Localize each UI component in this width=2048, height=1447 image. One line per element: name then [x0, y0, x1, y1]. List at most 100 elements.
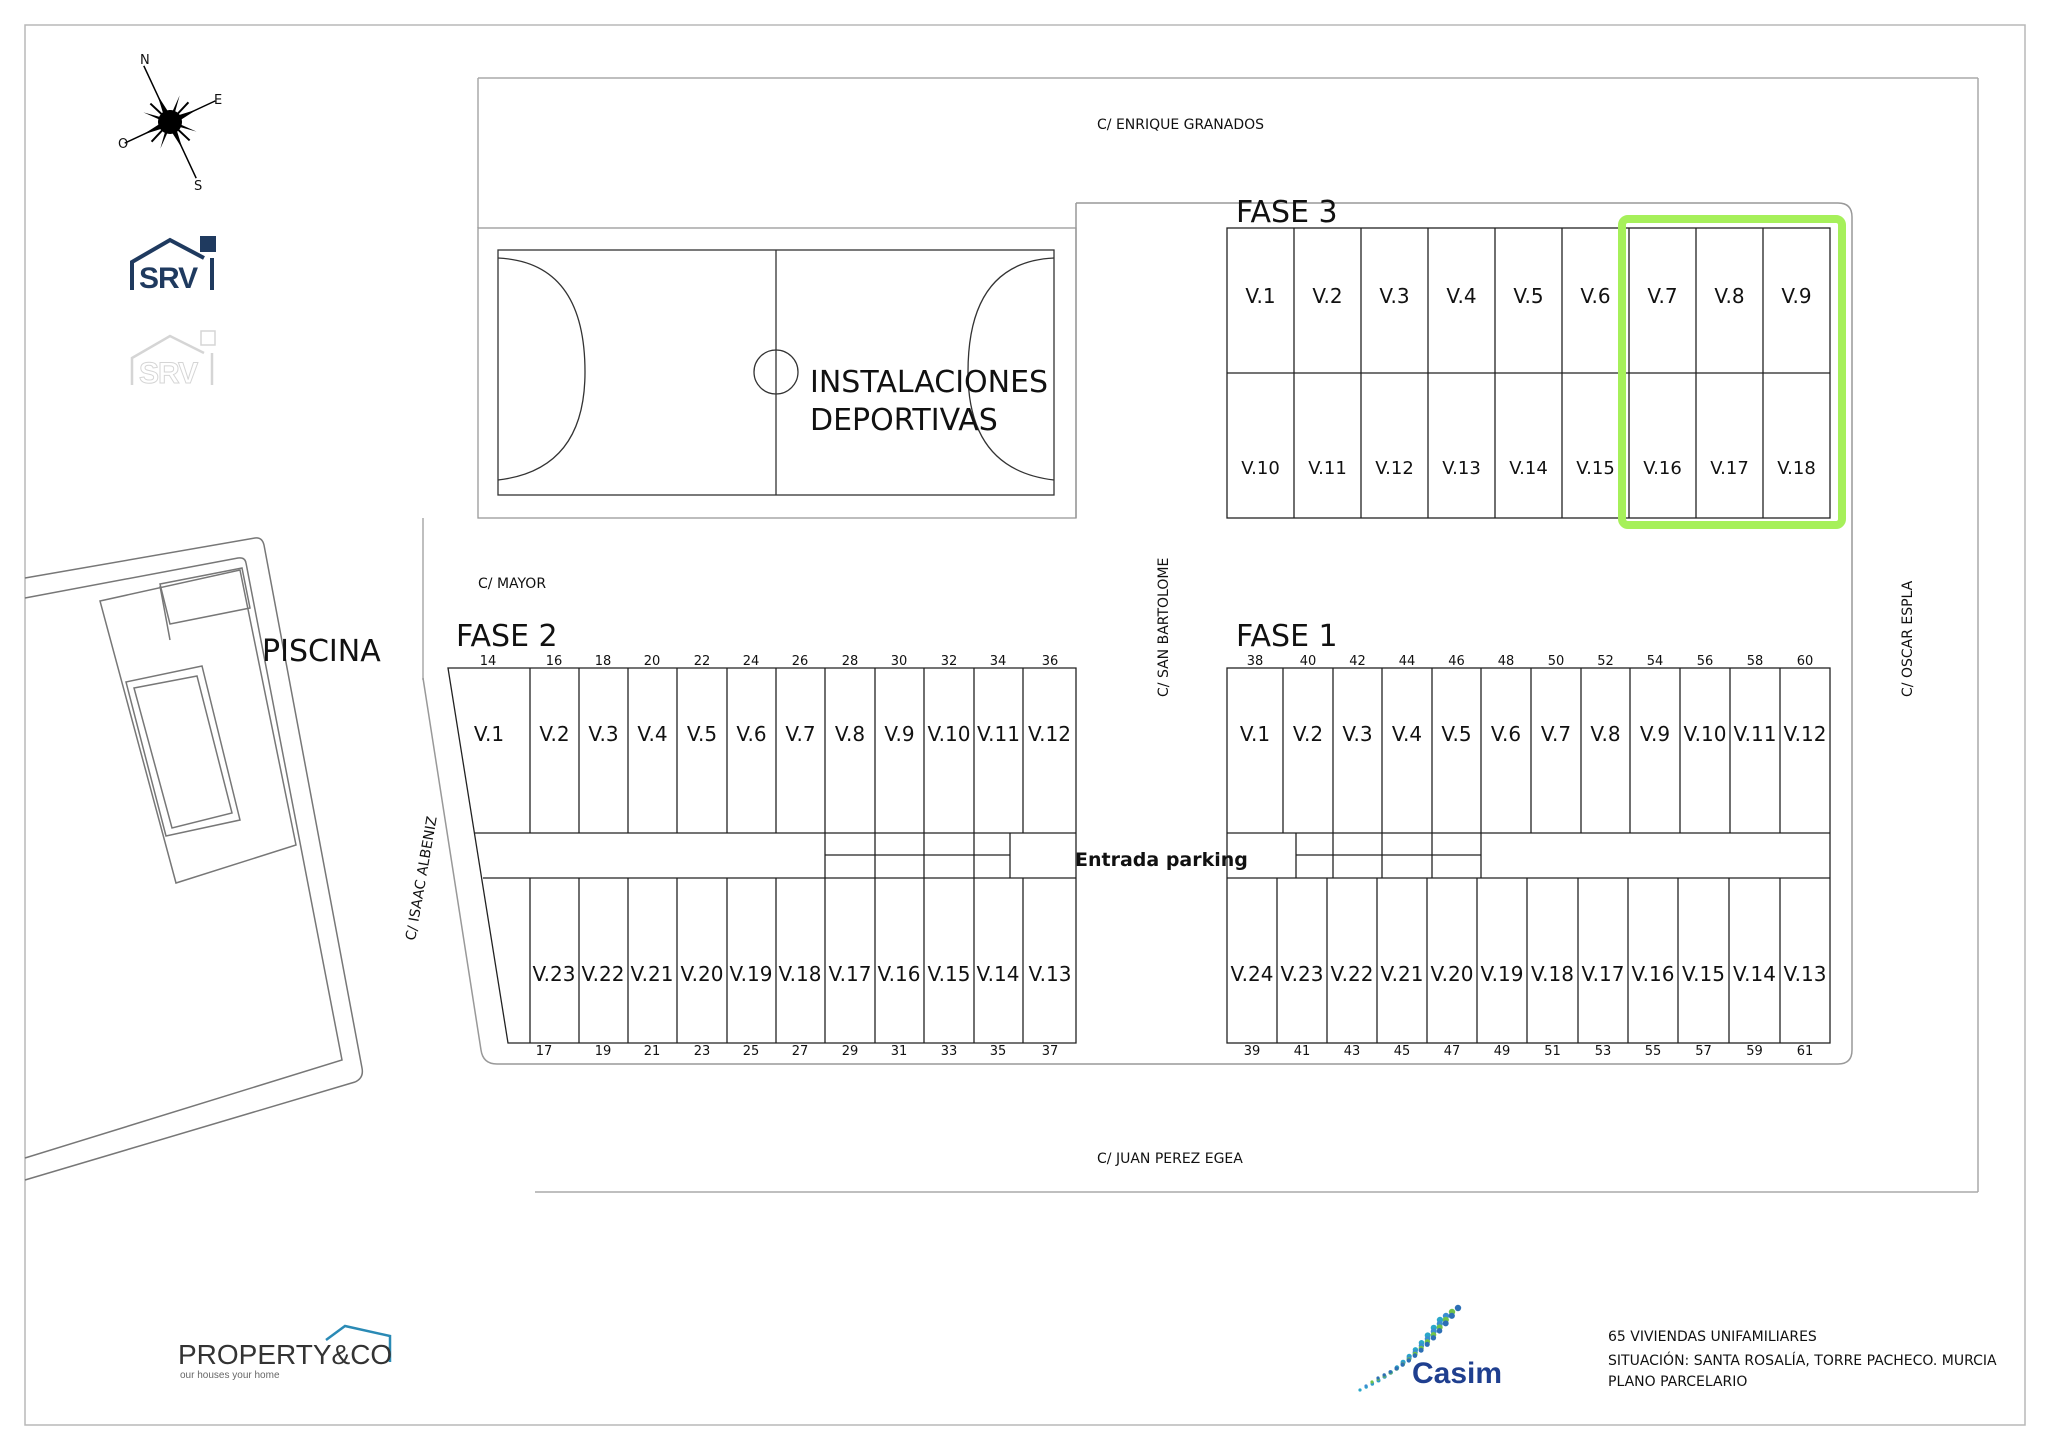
fase1-unit-bottom-6: V.18	[1531, 962, 1574, 986]
fase1-num-bottom-6: 51	[1544, 1044, 1561, 1059]
fase3-unit-top-1: V.2	[1312, 284, 1342, 308]
fase2-num-bottom-0: 17	[536, 1044, 553, 1059]
casim-dot	[1448, 1312, 1455, 1319]
fase3-unit-bottom-6: V.16	[1643, 458, 1682, 479]
fase1-unit-bottom-1: V.23	[1281, 962, 1324, 986]
street-enrique-granados: C/ ENRIQUE GRANADOS	[1097, 117, 1264, 133]
casim-dot	[1400, 1362, 1405, 1367]
casim-dot	[1436, 1328, 1443, 1334]
srv-logo-faded: SRV	[130, 330, 216, 391]
fase1-num-top-0: 38	[1247, 654, 1264, 669]
fase2-num-top-7: 28	[842, 654, 859, 669]
propertyco-logo: PROPERTY&CO our houses your home	[178, 1324, 392, 1381]
fase2-unit-bottom-1: V.22	[582, 962, 625, 986]
fase3-unit-top-7: V.8	[1714, 284, 1744, 308]
sports-court	[477, 227, 1077, 519]
fase1-num-bottom-9: 57	[1695, 1044, 1712, 1059]
fase1-num-top-4: 46	[1448, 654, 1465, 669]
fase3-unit-bottom-0: V.10	[1241, 458, 1280, 479]
fase1-unit-top-10: V.11	[1734, 722, 1777, 746]
fase1-num-top-10: 58	[1747, 654, 1764, 669]
fase2-unit-bottom-3: V.20	[681, 962, 724, 986]
fase2-num-bottom-7: 31	[891, 1044, 908, 1059]
fase2-unit-bottom-8: V.15	[928, 962, 971, 986]
fase2-unit-top-7: V.8	[835, 722, 865, 746]
fase3-unit-top-4: V.5	[1513, 284, 1543, 308]
fase2-num-bottom-4: 25	[743, 1044, 760, 1059]
fase1-block	[1226, 667, 1831, 1044]
fase3-unit-top-3: V.4	[1446, 284, 1476, 308]
fase3-unit-bottom-3: V.13	[1442, 458, 1481, 479]
fase2-num-top-2: 18	[595, 654, 612, 669]
project-info-line2: SITUACIÓN: SANTA ROSALÍA, TORRE PACHECO.…	[1608, 1351, 1997, 1369]
fase3-unit-top-0: V.1	[1245, 284, 1275, 308]
fase2-num-top-4: 22	[694, 654, 711, 669]
casim-dot	[1376, 1376, 1380, 1380]
fase2-num-top-3: 20	[644, 654, 661, 669]
fase2-unit-top-11: V.12	[1028, 722, 1071, 746]
casim-dot	[1394, 1366, 1399, 1371]
fase1-unit-top-6: V.7	[1541, 722, 1571, 746]
fase1-unit-bottom-11: V.13	[1784, 962, 1827, 986]
fase1-unit-top-0: V.1	[1240, 722, 1270, 746]
fase1-unit-bottom-10: V.14	[1733, 962, 1776, 986]
fase1-num-top-6: 50	[1548, 654, 1565, 669]
fase2-num-top-8: 30	[891, 654, 908, 669]
page-frame	[24, 24, 2026, 1426]
casim-dot	[1364, 1384, 1368, 1388]
fase3-unit-top-2: V.3	[1379, 284, 1409, 308]
casim-dot	[1430, 1335, 1437, 1341]
block-outline	[422, 202, 1853, 1065]
casim-dot	[1388, 1370, 1393, 1374]
fase2-num-bottom-1: 19	[595, 1044, 612, 1059]
fase2-unit-bottom-7: V.16	[878, 962, 921, 986]
fase2-unit-bottom-4: V.19	[730, 962, 773, 986]
fase3-unit-bottom-8: V.18	[1777, 458, 1816, 479]
fase1-num-bottom-0: 39	[1244, 1044, 1261, 1059]
fase2-unit-top-10: V.11	[977, 722, 1020, 746]
fase1-unit-bottom-3: V.21	[1381, 962, 1424, 986]
fase1-unit-top-4: V.5	[1441, 722, 1471, 746]
fase1-unit-bottom-0: V.24	[1231, 962, 1274, 986]
sports-label-line2: DEPORTIVAS	[810, 403, 998, 438]
street-san-bartolome: C/ SAN BARTOLOME	[1156, 558, 1172, 697]
fase3-unit-bottom-1: V.11	[1308, 458, 1347, 479]
casim-dot	[1454, 1304, 1462, 1312]
fase2-unit-bottom-2: V.21	[631, 962, 674, 986]
fase2-unit-top-3: V.4	[637, 722, 667, 746]
compass-o: O	[118, 137, 128, 152]
fase1-unit-top-7: V.8	[1590, 722, 1620, 746]
casim-dot	[1424, 1341, 1430, 1347]
fase2-num-bottom-10: 37	[1042, 1044, 1059, 1059]
fase2-label: FASE 2	[456, 619, 558, 654]
casim-dot	[1358, 1388, 1362, 1392]
casim-logo: Casim	[1358, 1304, 1502, 1392]
fase1-num-top-11: 60	[1797, 654, 1814, 669]
fase2-unit-top-8: V.9	[884, 722, 914, 746]
street-mayor: C/ MAYOR	[478, 576, 546, 592]
fase1-num-bottom-2: 43	[1344, 1044, 1361, 1059]
fase2-num-top-11: 36	[1042, 654, 1059, 669]
fase1-unit-bottom-4: V.20	[1431, 962, 1474, 986]
fase3-unit-bottom-7: V.17	[1710, 458, 1749, 479]
fase2-unit-top-2: V.3	[588, 722, 618, 746]
fase3-unit-bottom-2: V.12	[1375, 458, 1414, 479]
sports-label-line1: INSTALACIONES	[810, 365, 1048, 400]
fase1-num-top-8: 54	[1647, 654, 1664, 669]
casim-dot	[1418, 1347, 1424, 1353]
fase2-unit-bottom-10: V.13	[1029, 962, 1072, 986]
casim-dot	[1406, 1358, 1412, 1363]
fase2-num-bottom-2: 21	[644, 1044, 661, 1059]
fase2-unit-top-6: V.7	[785, 722, 815, 746]
fase2-unit-bottom-6: V.17	[829, 962, 872, 986]
fase2-unit-top-9: V.10	[928, 722, 971, 746]
fase1-unit-top-1: V.2	[1293, 722, 1323, 746]
fase1-label: FASE 1	[1236, 619, 1338, 654]
fase2-unit-top-0: V.1	[474, 722, 504, 746]
fase2-num-top-9: 32	[941, 654, 958, 669]
fase1-num-bottom-1: 41	[1294, 1044, 1311, 1059]
compass-rose-icon: N E S O	[118, 53, 222, 194]
fase1-num-top-7: 52	[1597, 654, 1614, 669]
fase1-num-top-5: 48	[1498, 654, 1515, 669]
